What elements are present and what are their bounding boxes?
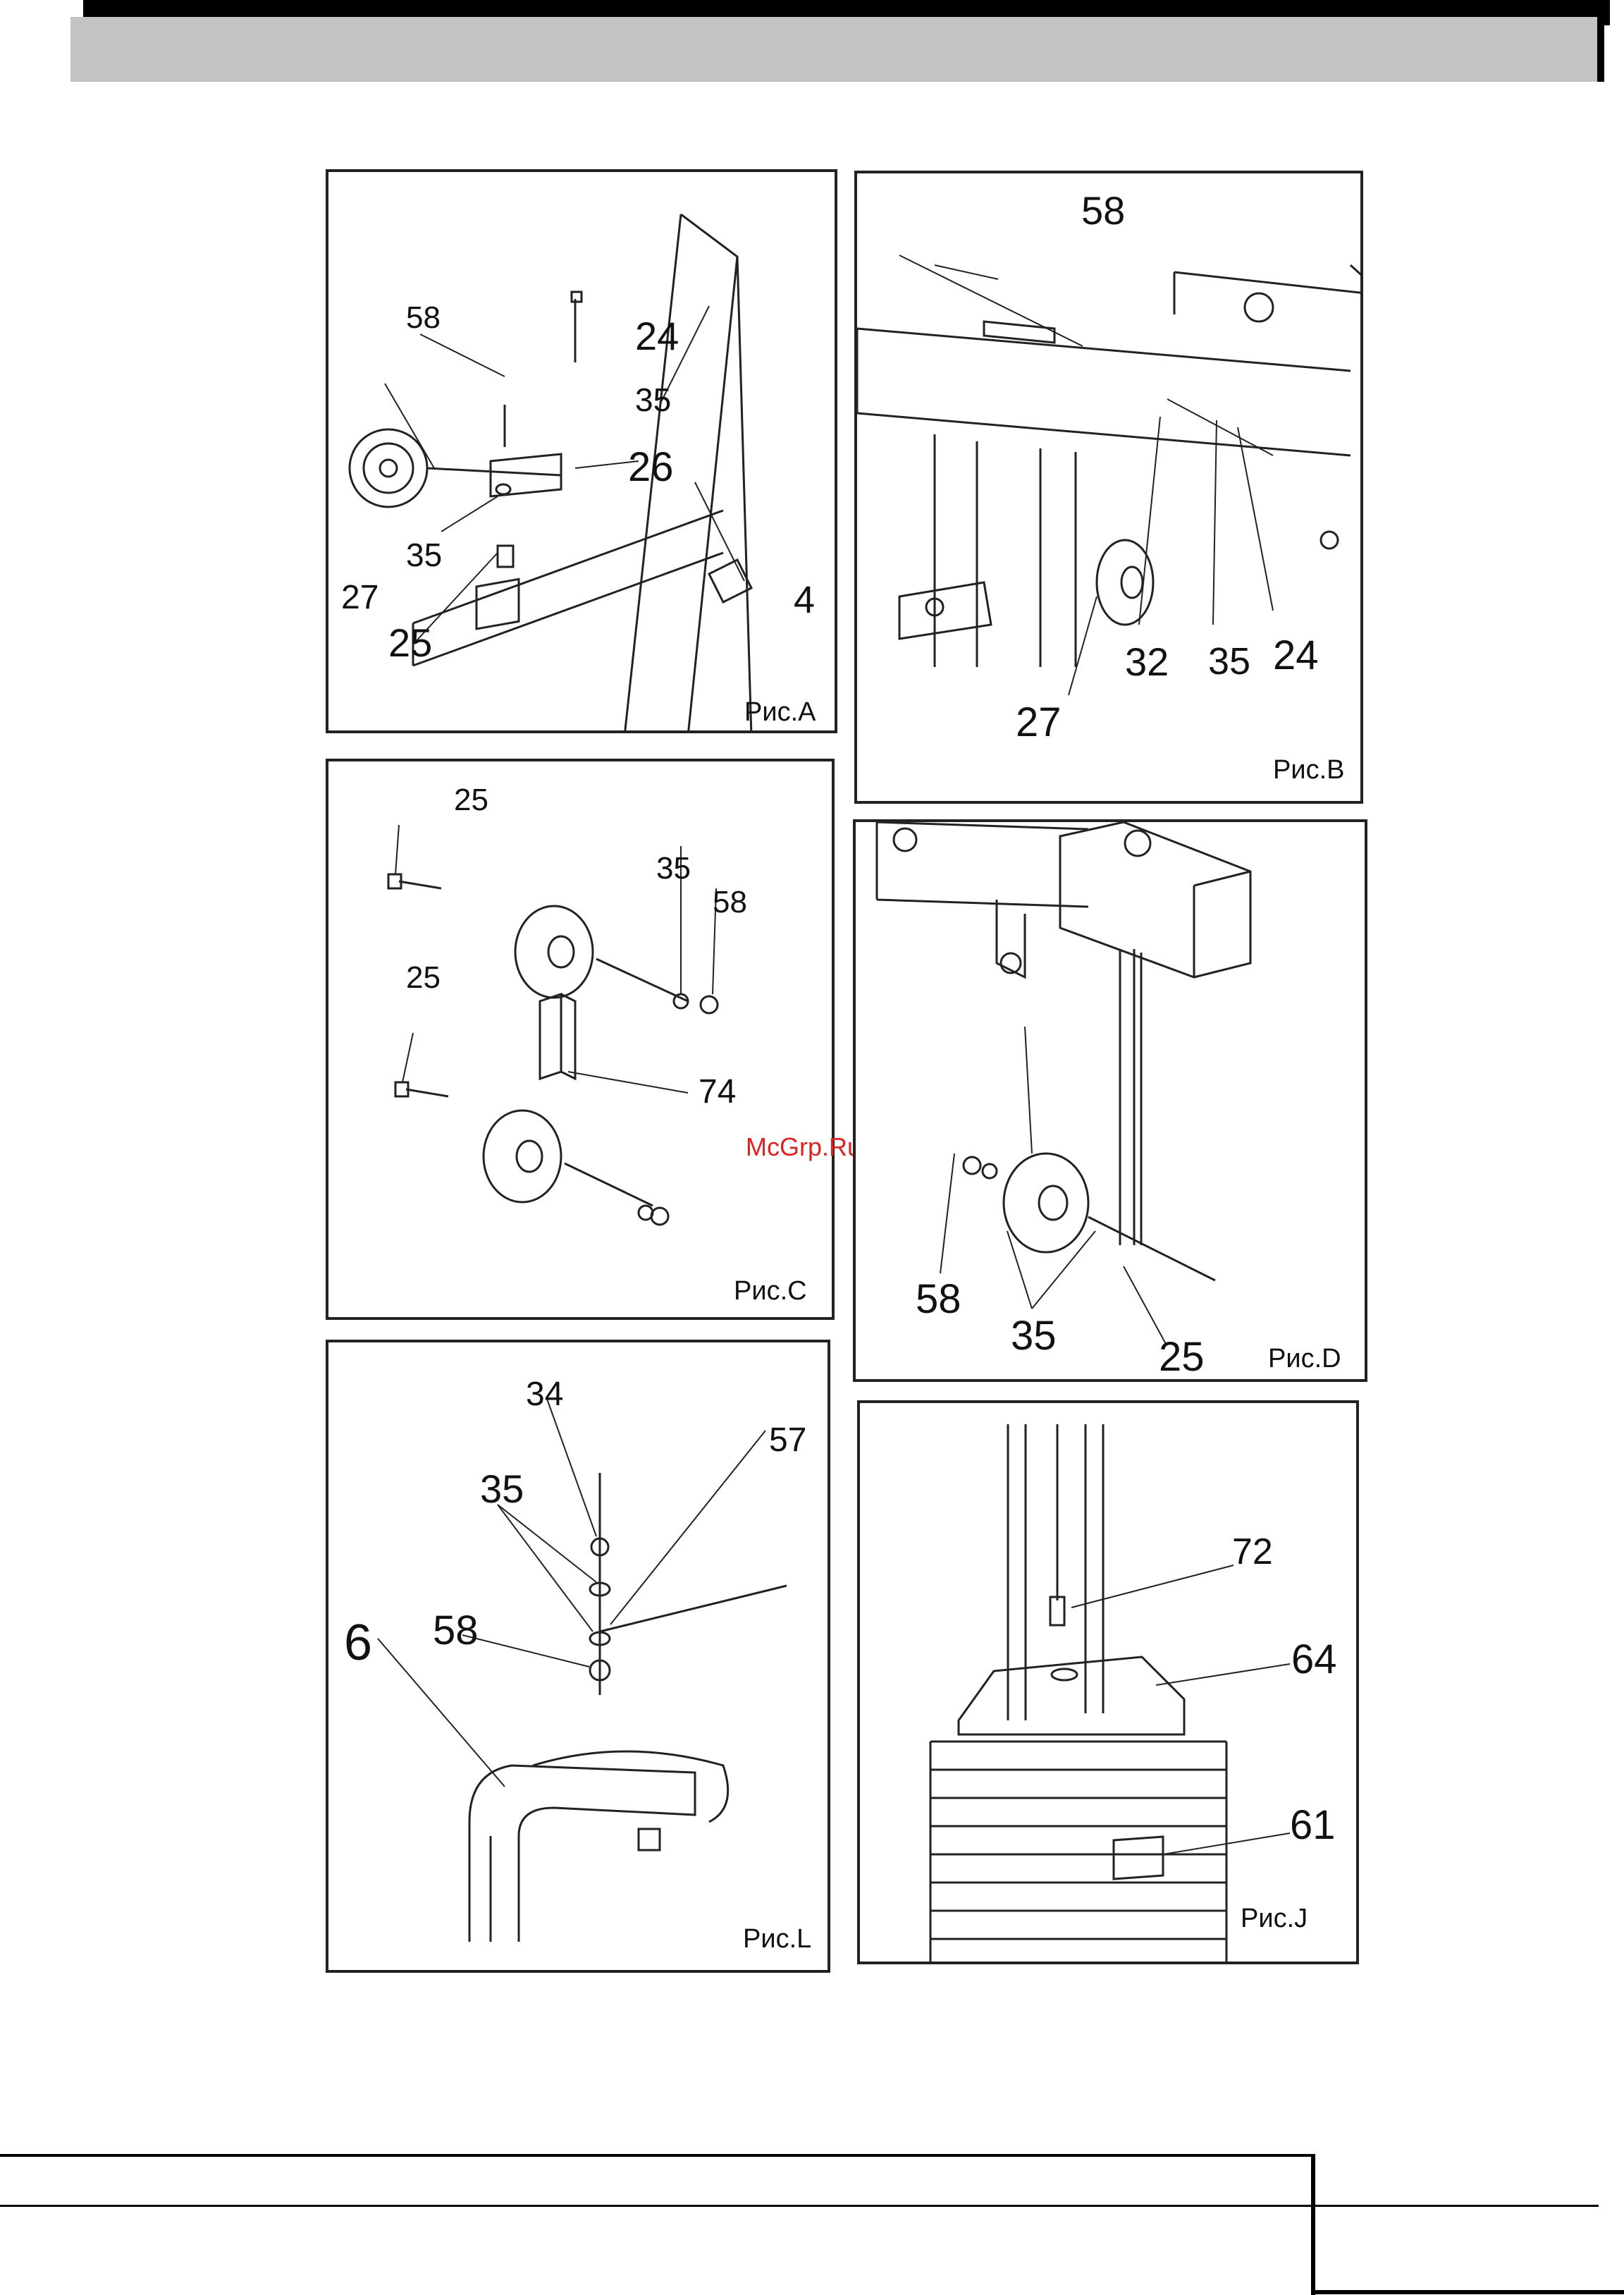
part-label: 35 [635,384,671,416]
part-label: 25 [454,785,488,816]
part-label: 26 [628,447,674,488]
figure-c-drawing [328,761,835,1320]
part-label: 58 [916,1279,961,1320]
part-label: 34 [526,1378,563,1412]
part-label: 57 [769,1424,806,1457]
part-label: 25 [1159,1337,1205,1378]
part-label: 6 [344,1617,372,1668]
figure-panel-j: 72 64 61 Рис.J [857,1400,1359,1964]
part-label: 58 [406,302,441,333]
part-label: 58 [433,1610,479,1651]
watermark: McGrp.Ru [746,1132,861,1162]
part-label: 24 [635,317,679,356]
figure-panel-b: 58 32 35 24 27 Рис.B [854,171,1363,804]
footer-rule-vertical [1311,2154,1315,2295]
part-label: 25 [406,962,441,993]
part-label: 58 [713,887,747,918]
part-label: 74 [699,1075,736,1109]
footer-rule-bottom [0,2205,1599,2207]
part-label: 72 [1232,1534,1273,1570]
part-label: 27 [1016,702,1062,743]
figure-caption: Рис.A [744,697,816,728]
figure-l-drawing [328,1342,830,1973]
figure-panel-l: 34 57 35 58 6 Рис.L [326,1340,830,1973]
part-label: 35 [656,853,691,884]
part-label: 61 [1290,1805,1336,1846]
part-label: 4 [794,581,815,619]
part-label: 27 [341,581,379,615]
figure-panel-c: 25 35 58 25 74 Рис.C [326,759,835,1320]
footer-rule-top [0,2154,1315,2157]
figure-caption: Рис.C [734,1276,807,1306]
figure-b-drawing [857,173,1363,804]
figure-panel-d: 58 35 25 Рис.D [853,819,1367,1382]
part-label: 25 [388,623,432,663]
part-label: 35 [480,1469,524,1509]
part-label: 24 [1273,635,1319,676]
footer-rule-end [1311,2290,1624,2294]
figure-caption: Рис.D [1268,1344,1341,1374]
figure-caption: Рис.L [743,1924,811,1954]
header-gray-bar [70,17,1604,82]
figure-caption: Рис.J [1241,1904,1308,1934]
figure-panel-a: 58 24 35 26 27 35 25 4 Рис.A [326,169,837,733]
part-label: 35 [1011,1316,1057,1357]
part-label: 32 [1125,642,1169,682]
part-label: 35 [1208,642,1250,680]
part-label: 64 [1291,1639,1337,1680]
part-label: 35 [406,539,442,571]
figure-j-drawing [860,1403,1359,1964]
part-label: 58 [1081,191,1125,231]
figure-caption: Рис.B [1273,755,1344,785]
